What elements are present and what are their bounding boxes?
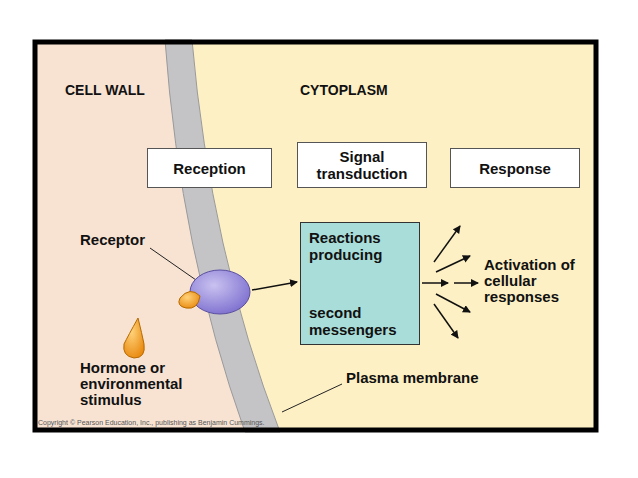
stimulus-label: Hormone or environmental stimulus xyxy=(80,360,230,408)
arrow xyxy=(434,304,458,338)
arrow xyxy=(422,282,448,284)
arrow xyxy=(252,282,297,290)
leader-line xyxy=(282,384,342,412)
arrow xyxy=(436,256,470,272)
cell-wall-region xyxy=(33,40,598,432)
part-label: Plasma membrane xyxy=(346,370,506,386)
box-text: Response xyxy=(479,160,551,177)
box-text: Reception xyxy=(173,160,246,177)
region-label: CYTOPLASM xyxy=(300,82,460,98)
leader-line xyxy=(150,248,196,280)
process-box: Reactions producing second messengers xyxy=(300,222,420,345)
plasma-membrane-band xyxy=(165,40,280,432)
box-text: second messengers xyxy=(309,304,411,338)
arrow xyxy=(454,282,478,284)
stage-box: Signal transduction xyxy=(297,142,427,188)
stage-box: Response xyxy=(450,148,580,188)
arrow xyxy=(434,226,460,262)
response-label: Activation of cellular responses xyxy=(484,257,584,305)
part-label: Receptor xyxy=(80,232,180,248)
box-text: Reactions producing xyxy=(309,229,411,263)
bound-hormone xyxy=(179,291,200,308)
region-label: CELL WALL xyxy=(65,82,205,98)
receptor-protein xyxy=(190,270,250,314)
copyright-note: Copyright © Pearson Education, Inc., pub… xyxy=(38,419,438,427)
frame xyxy=(35,42,596,430)
arrow xyxy=(436,294,470,312)
stage-box: Reception xyxy=(147,148,272,188)
hormone-drop xyxy=(124,318,145,358)
box-text: Signal transduction xyxy=(298,148,426,182)
